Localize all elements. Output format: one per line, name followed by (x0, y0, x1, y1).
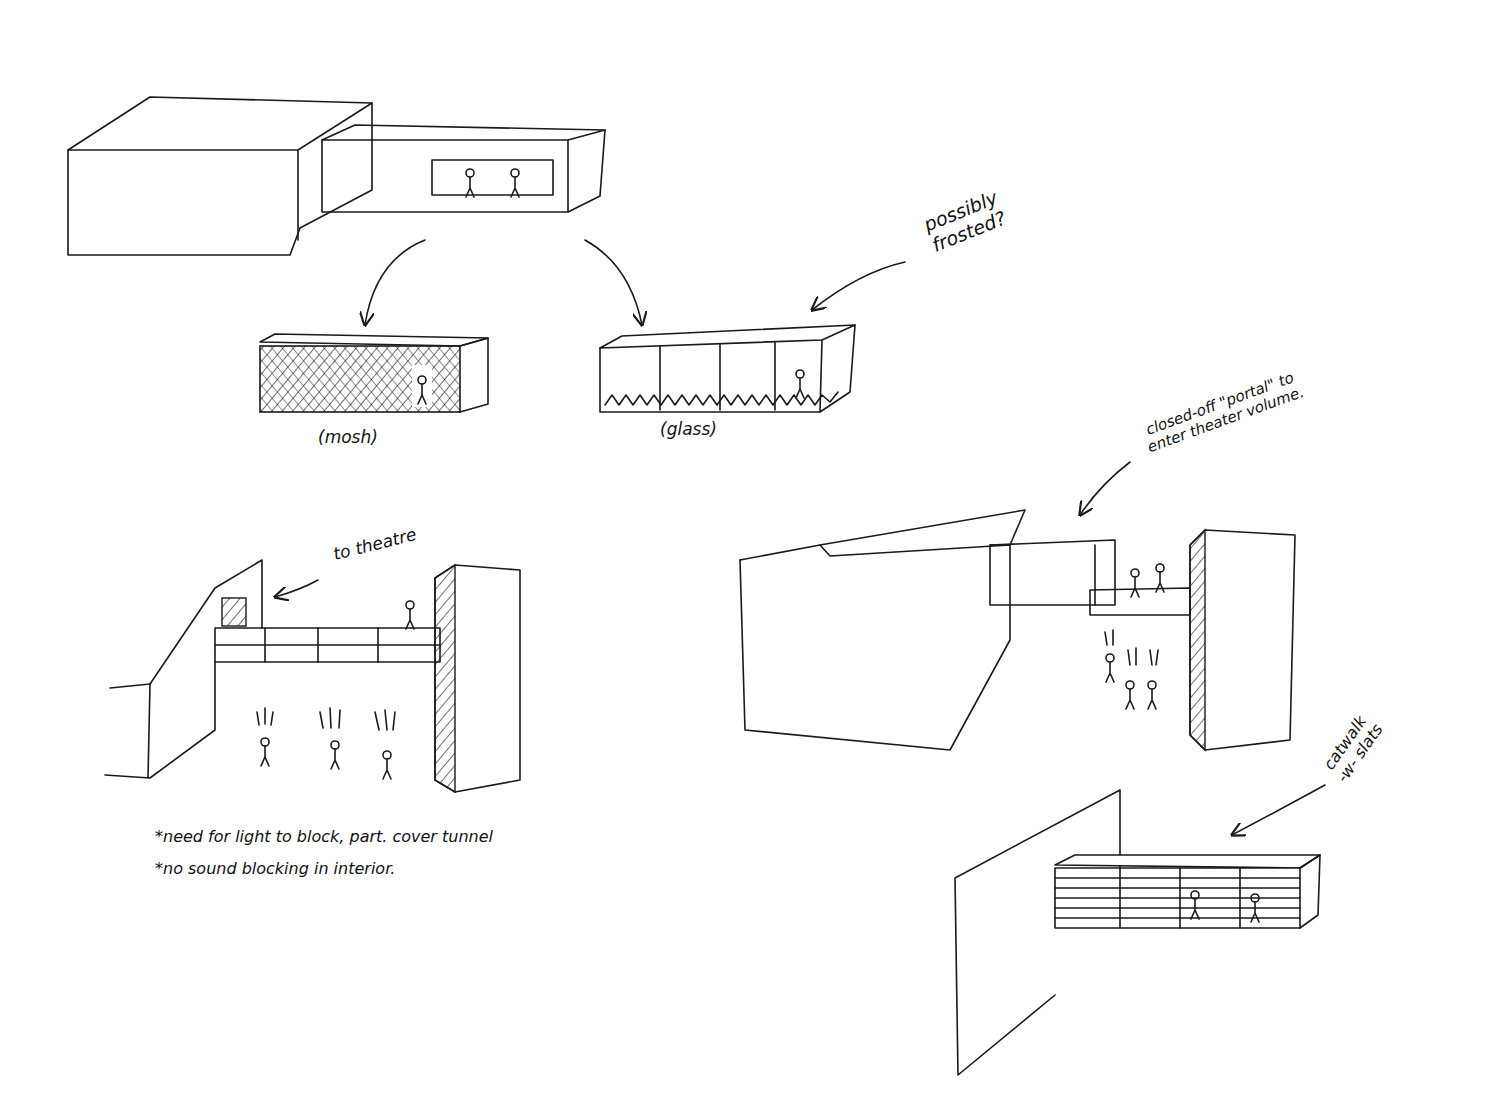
option-caption: (glass) (660, 420, 770, 440)
leader-arrow (1080, 462, 1130, 515)
glass-tunnel (600, 325, 855, 412)
design-note: *no sound blocking in interior. (155, 860, 625, 878)
annotation-note: possibly frosted? (901, 179, 1029, 264)
option-arrow (585, 240, 642, 325)
annotation-note: to theatre (314, 521, 435, 569)
catwalk-sketch (955, 790, 1320, 1075)
design-note: *need for light to block, part. cover tu… (155, 828, 625, 846)
large-volume (68, 97, 372, 255)
mosh-tunnel (260, 334, 488, 412)
bridge-perspective (105, 560, 520, 792)
bridge-volume (322, 125, 605, 212)
leader-arrow (275, 580, 318, 597)
option-arrow (365, 240, 425, 325)
leader-arrow (1232, 785, 1325, 835)
annotation-note: catwalk -w- slats (1318, 709, 1388, 787)
leader-arrow (812, 262, 905, 310)
portal-perspective (740, 510, 1295, 750)
option-caption: (mosh) (318, 428, 428, 448)
annotation-note: closed-off "portal" to enter theater vol… (1137, 367, 1309, 458)
